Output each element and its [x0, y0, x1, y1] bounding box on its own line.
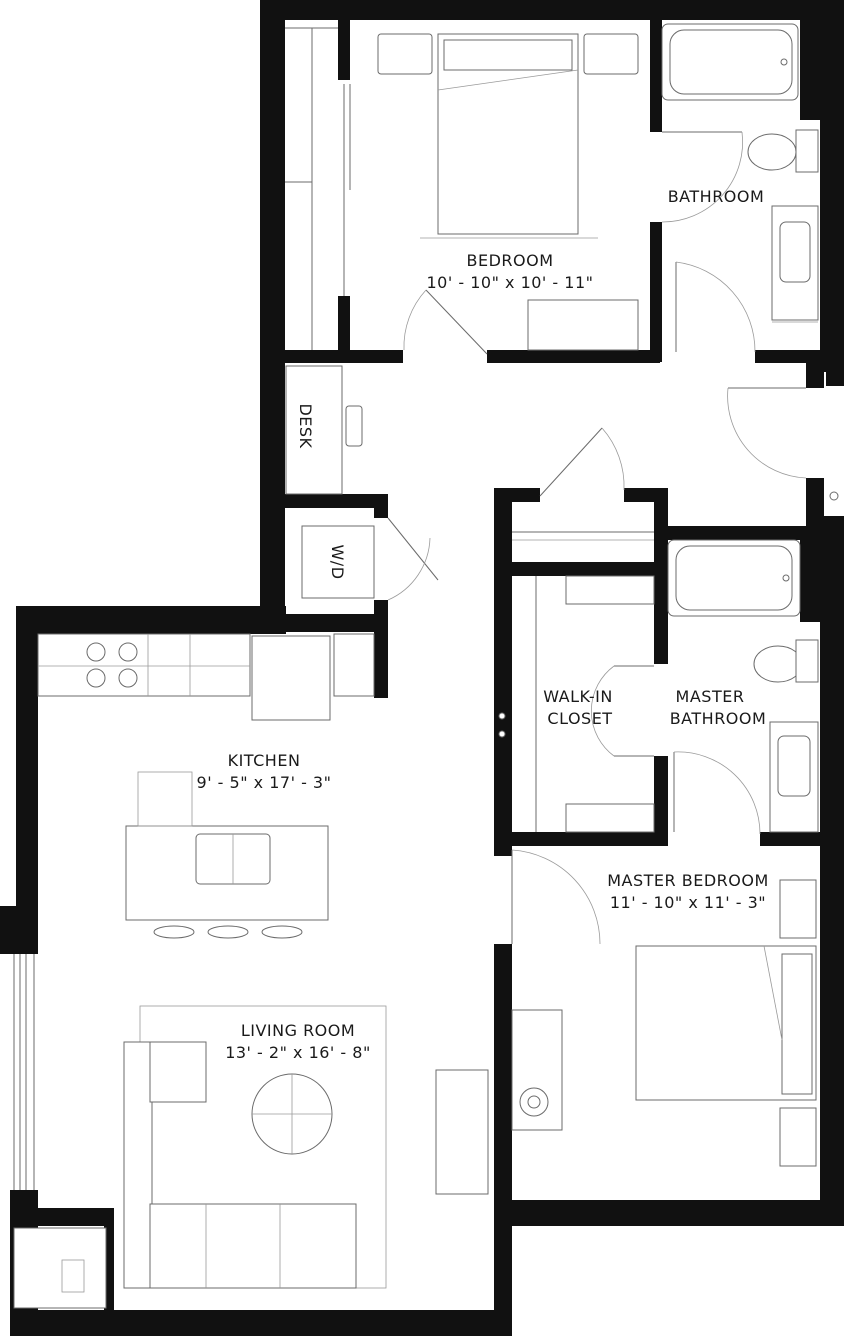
walk-in-closet-name-line1: WALK-IN [543, 687, 613, 706]
kitchen-size: 9' - 5" x 17' - 3" [197, 773, 332, 792]
master-bathroom-name-line2: BATHROOM [670, 709, 767, 728]
bedroom-size: 10' - 10" x 10' - 11" [427, 273, 594, 292]
living-room-furniture [13, 1005, 489, 1309]
west-window [13, 954, 35, 1190]
master-bedroom-size: 11' - 10" x 11' - 3" [610, 893, 766, 912]
bedroom-name: BEDROOM [466, 251, 553, 270]
washer-dryer-name: W/D [328, 544, 347, 579]
room-labels: BEDROOM 10' - 10" x 10' - 11" BATHROOM D… [197, 187, 769, 1062]
living-room-name: LIVING ROOM [241, 1021, 355, 1040]
master-bathroom-name-line1: MASTER [676, 687, 745, 706]
kitchen-name: KITCHEN [228, 751, 301, 770]
bathroom-name: BATHROOM [668, 187, 765, 206]
master-bedroom-furniture [511, 849, 817, 1167]
master-bath-fixtures [498, 539, 819, 835]
walk-in-closet-name-line2: CLOSET [547, 709, 612, 728]
master-bedroom-name: MASTER BEDROOM [607, 871, 769, 890]
living-room-size: 13' - 2" x 16' - 8" [225, 1043, 371, 1062]
bathroom-fixtures [661, 23, 819, 353]
kitchen-fixtures [37, 633, 375, 939]
desk-name: DESK [296, 403, 315, 448]
bedroom-furniture [285, 27, 639, 355]
hall-fixtures [285, 365, 839, 601]
